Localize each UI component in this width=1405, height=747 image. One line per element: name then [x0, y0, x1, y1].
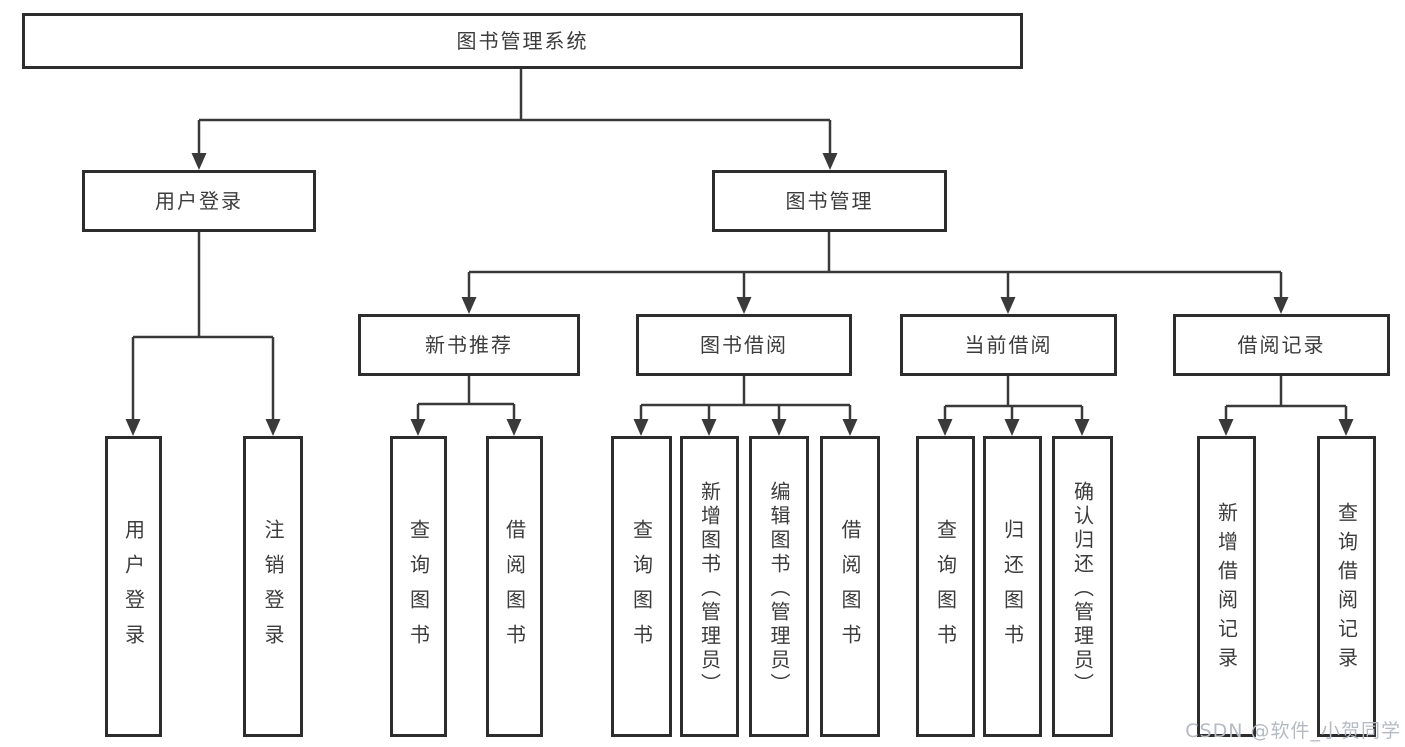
- leaf-add-book-admin: 新增图书（管理员）: [680, 436, 739, 737]
- csdn-watermark: CSDN @软件_小贺同学: [1185, 720, 1401, 742]
- node-new-book-recommendation: 新书推荐: [358, 314, 580, 376]
- leaf-logout: 注销登录: [243, 436, 303, 737]
- node-user-login: 用户登录: [82, 170, 316, 232]
- arrowhead-icons: [125, 153, 1354, 436]
- node-current-borrowing: 当前借阅: [900, 314, 1117, 376]
- leaf-return-books: 归还图书: [983, 436, 1042, 737]
- node-library-system: 图书管理系统: [22, 13, 1023, 69]
- leaf-query-books-recommend: 查询图书: [390, 436, 447, 737]
- leaf-borrow-books-recommend: 借阅图书: [486, 436, 543, 737]
- node-book-management: 图书管理: [712, 170, 947, 232]
- leaf-borrow-books: 借阅图书: [820, 436, 880, 737]
- leaf-query-books-current: 查询图书: [916, 436, 975, 737]
- leaf-add-borrow-record: 新增借阅记录: [1197, 436, 1256, 737]
- leaf-user-login: 用户登录: [105, 436, 162, 737]
- leaf-query-books-borrow: 查询图书: [611, 436, 672, 737]
- leaf-confirm-return-admin: 确认归还（管理员）: [1052, 436, 1113, 737]
- node-borrowing-records: 借阅记录: [1173, 314, 1390, 376]
- leaf-query-borrow-record: 查询借阅记录: [1317, 436, 1376, 737]
- node-book-borrowing: 图书借阅: [636, 314, 852, 376]
- leaf-edit-book-admin: 编辑图书（管理员）: [749, 436, 809, 737]
